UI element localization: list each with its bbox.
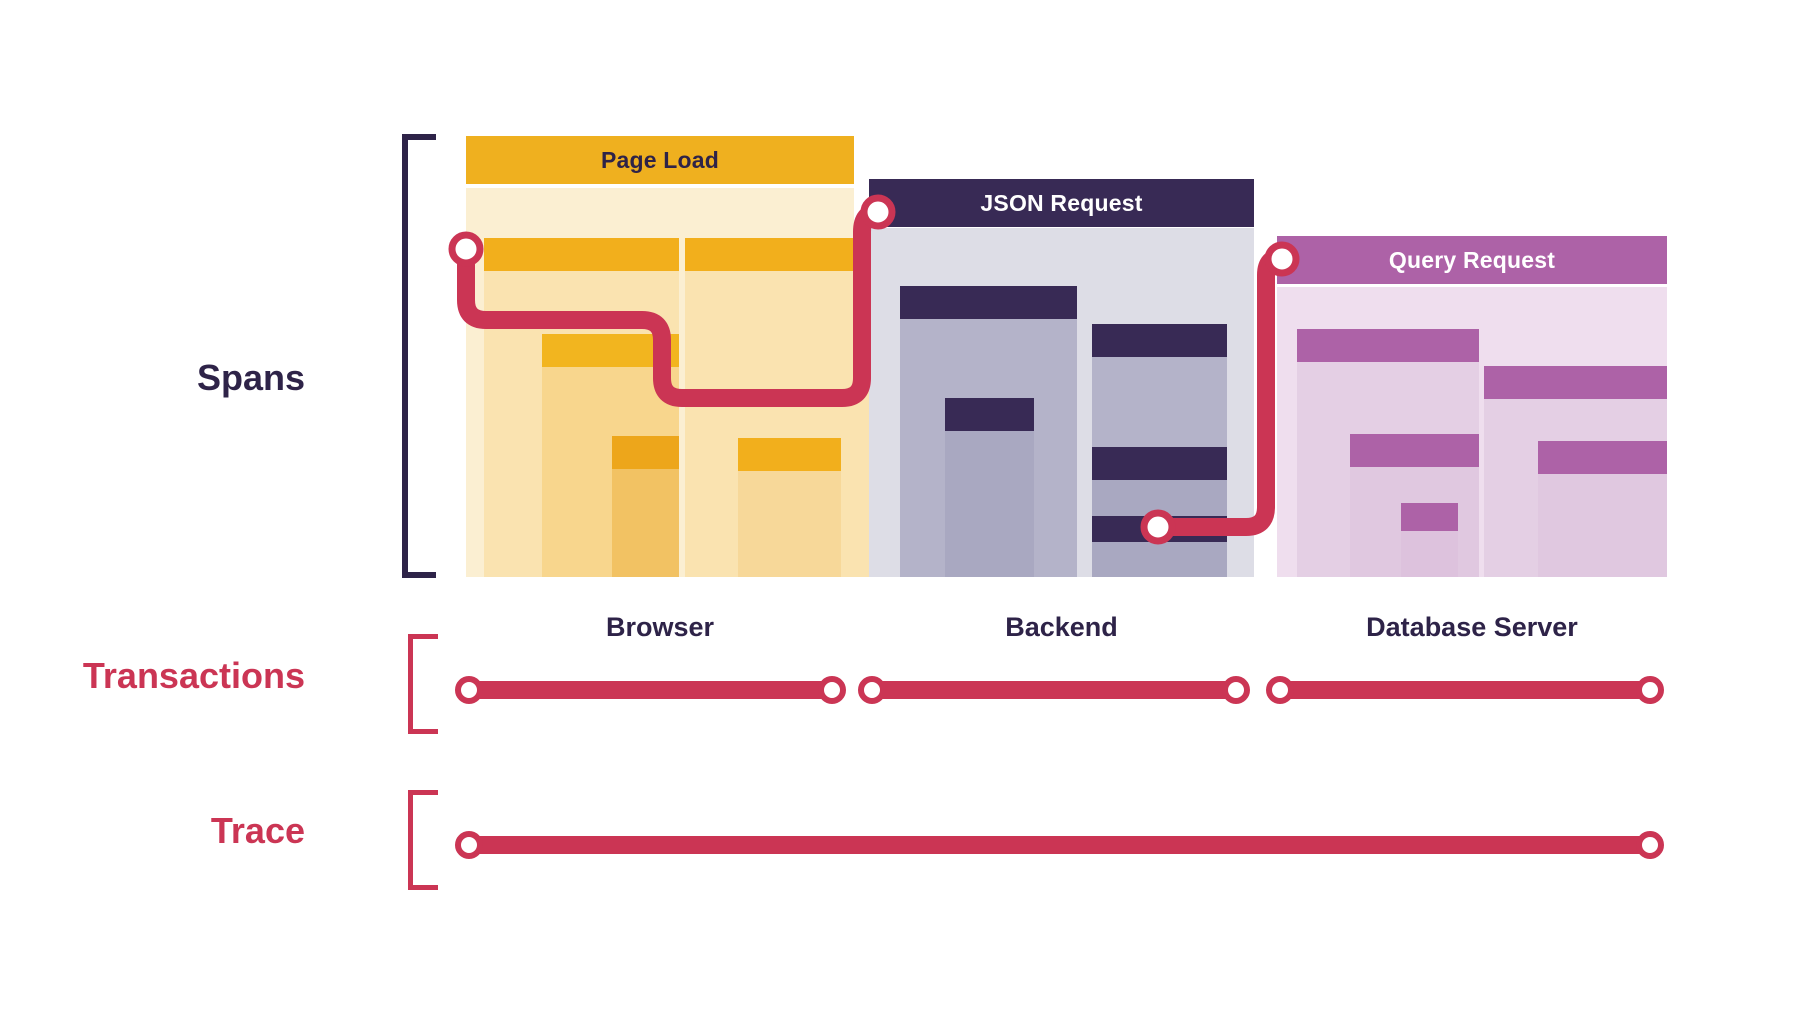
span-cap (1484, 366, 1667, 399)
span-bar-dom-content-loaded[interactable] (738, 438, 841, 577)
backend-header[interactable]: JSON Request (869, 179, 1254, 227)
service-group-database: Query Request Database Server (1277, 0, 1667, 642)
transaction-dot-backend-start[interactable] (858, 676, 886, 704)
span-cap (1401, 503, 1458, 531)
span-bar-serializer[interactable] (945, 398, 1034, 577)
span-cap (1297, 329, 1479, 362)
span-cap (1092, 324, 1227, 357)
bracket-transactions (408, 634, 438, 734)
service-caption-browser: Browser (605, 612, 715, 642)
span-fill (1092, 542, 1227, 577)
transaction-dot-browser-start[interactable] (455, 676, 483, 704)
span-cap (1092, 447, 1227, 480)
span-cap (685, 238, 873, 271)
trace-dot-start[interactable] (455, 831, 483, 859)
span-fill (945, 431, 1034, 577)
span-cap (738, 438, 841, 471)
bracket-spans (402, 134, 436, 578)
span-fill (612, 469, 679, 577)
span-cap (945, 398, 1034, 431)
span-fill (738, 471, 841, 577)
row-label-spans: Spans (196, 357, 305, 398)
service-caption-backend: Backend (1005, 612, 1118, 642)
service-caption-database: Database Server (1366, 612, 1578, 642)
span-cap (1538, 441, 1667, 474)
transaction-dot-backend-end[interactable] (1222, 676, 1250, 704)
database-header-label: Query Request (1388, 246, 1556, 273)
transaction-segment-database[interactable] (1277, 681, 1660, 699)
span-cap (1350, 434, 1479, 467)
span-bar-query-dispatch[interactable] (1092, 516, 1227, 577)
span-fill (1401, 531, 1458, 577)
span-cap (1092, 516, 1227, 542)
bracket-trace (408, 790, 438, 890)
trace-segment-full[interactable] (466, 836, 1660, 854)
backend-header-label: JSON Request (980, 189, 1143, 216)
browser-header[interactable]: Page Load (466, 136, 854, 184)
database-header[interactable]: Query Request (1277, 236, 1667, 284)
span-bar-result-encode[interactable] (1538, 441, 1667, 577)
span-cap (542, 334, 679, 367)
span-cap (612, 436, 679, 469)
span-cap (484, 238, 679, 271)
row-label-transactions: Transactions (82, 655, 305, 696)
span-cap (900, 286, 1077, 319)
transaction-segment-browser[interactable] (466, 681, 842, 699)
span-bar-paint[interactable] (612, 436, 679, 577)
row-label-trace: Trace (210, 810, 305, 851)
span-bar-row-fetch[interactable] (1401, 503, 1458, 577)
trace-dot-end[interactable] (1636, 831, 1664, 859)
service-group-backend: JSON Request Backend (869, 0, 1254, 642)
transaction-dot-browser-end[interactable] (818, 676, 846, 704)
transaction-segment-backend[interactable] (869, 681, 1246, 699)
span-fill (1538, 474, 1667, 577)
transaction-dot-database-start[interactable] (1266, 676, 1294, 704)
service-group-browser: Page Load Browser (466, 0, 873, 642)
transaction-dot-database-end[interactable] (1636, 676, 1664, 704)
browser-header-label: Page Load (600, 146, 720, 173)
